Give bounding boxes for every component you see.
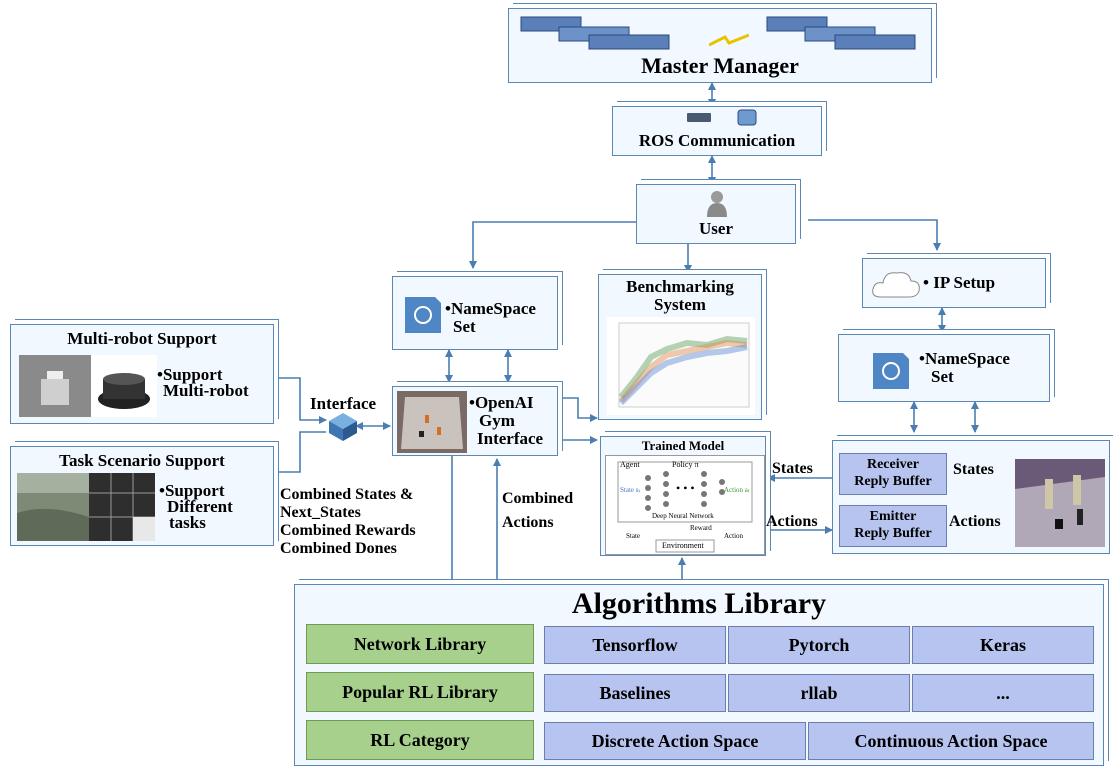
- ros-communication-label: ROS Communication: [638, 131, 796, 150]
- interface-label: Interface: [310, 394, 377, 413]
- receiver-line1: Receiver: [866, 457, 920, 472]
- scenario-outdoor-image: [17, 473, 89, 541]
- openai-line3: Interface: [477, 429, 544, 448]
- combined-states-line1: Combined States &: [280, 486, 414, 503]
- actions-left-label: Actions: [766, 513, 818, 530]
- benchmarking-box: Benchmarking System: [598, 274, 762, 420]
- action-at-label: Action aₜ: [724, 486, 750, 494]
- openai-line1: •OpenAI: [469, 393, 534, 412]
- policy-label: Policy π: [672, 460, 699, 469]
- interface-cube-icon: [328, 412, 358, 442]
- ros-communication-box: ROS Communication: [612, 106, 822, 156]
- benchmarking-line1: Benchmarking: [626, 277, 734, 296]
- ip-setup-label: • IP Setup: [923, 273, 996, 292]
- rl-category: RL Category: [306, 720, 534, 760]
- state-label: State: [626, 532, 640, 540]
- continuous-action-space-cell: Continuous Action Space: [808, 722, 1094, 760]
- router-icon: [685, 110, 715, 124]
- namespace-icon: [401, 289, 443, 335]
- switch-icon: [737, 109, 757, 127]
- user-box: User: [636, 184, 796, 244]
- svg-text:• • •: • • •: [676, 481, 695, 495]
- combined-states-line4: Combined Dones: [280, 540, 397, 557]
- network-library-category: Network Library: [306, 624, 534, 664]
- warehouse-scene-image: [1015, 459, 1105, 547]
- server-rack-icon: [519, 15, 679, 51]
- user-label: User: [699, 219, 733, 238]
- task-scenario-title: Task Scenario Support: [59, 451, 225, 470]
- emitter-line1: Emitter: [869, 509, 917, 524]
- rl-agent-diagram: • • • Agent Policy π State sₜ Action aₜ …: [605, 455, 765, 555]
- robot-render-image: [19, 355, 91, 417]
- openai-gym-box: •OpenAI Gym Interface: [392, 386, 558, 456]
- master-manager-box: Master Manager: [508, 8, 932, 83]
- keras-cell: Keras: [912, 626, 1094, 664]
- discrete-action-space-cell: Discrete Action Space: [544, 722, 806, 760]
- agent-label: Agent: [620, 460, 640, 469]
- cloud-icon: [871, 267, 921, 301]
- task-scenario-line1: •Support: [159, 481, 225, 500]
- buffer-container-box: Receiver Reply Buffer Emitter Reply Buff…: [832, 440, 1110, 554]
- namespace-right-box: •NameSpace Set: [838, 334, 1050, 402]
- states-right-label: States: [953, 461, 994, 478]
- master-manager-label: Master Manager: [641, 53, 799, 78]
- popular-rl-library-category: Popular RL Library: [306, 672, 534, 712]
- actions-right-label: Actions: [949, 513, 1001, 530]
- lightning-icon: [708, 33, 750, 49]
- multi-robot-line2: Multi-robot: [163, 381, 249, 400]
- namespace-icon: [869, 345, 911, 391]
- scenario-maze-image: [89, 473, 155, 541]
- benchmark-plot-image: [607, 317, 755, 415]
- namespace-left-line1: •NameSpace: [445, 299, 536, 318]
- ip-setup-box: • IP Setup: [862, 258, 1046, 308]
- server-rack-icon: [765, 15, 925, 51]
- task-scenario-box: Task Scenario Support •Support Different…: [10, 446, 274, 546]
- user-icon: [705, 189, 729, 217]
- namespace-left-line2: Set: [453, 317, 476, 336]
- combined-states-line3: Combined Rewards: [280, 522, 416, 539]
- gym-arena-image: [397, 391, 467, 453]
- namespace-left-box: •NameSpace Set: [392, 276, 558, 350]
- environment-label: Environment: [662, 541, 704, 550]
- algorithms-library-title: Algorithms Library: [571, 587, 827, 620]
- multi-robot-title: Multi-robot Support: [67, 329, 217, 348]
- combined-states-line2: Next_States: [280, 504, 361, 521]
- trained-model-title: Trained Model: [641, 438, 725, 453]
- task-scenario-line3: tasks: [169, 513, 206, 532]
- multi-robot-line1: •Support: [157, 365, 223, 384]
- receiver-line2: Reply Buffer: [854, 474, 932, 489]
- namespace-right-line1: •NameSpace: [919, 349, 1010, 368]
- action-label: Action: [724, 532, 744, 540]
- state-st-label: State sₜ: [620, 486, 641, 494]
- task-scenario-line2: Different: [167, 497, 233, 516]
- reward-label: Reward: [690, 524, 712, 532]
- multi-robot-box: Multi-robot Support •Support Multi-robot: [10, 324, 274, 424]
- states-left-label: States: [772, 460, 813, 477]
- namespace-right-line2: Set: [931, 367, 954, 386]
- tensorflow-cell: Tensorflow: [544, 626, 726, 664]
- baselines-cell: Baselines: [544, 674, 726, 712]
- emitter-buffer: Emitter Reply Buffer: [839, 505, 947, 547]
- combined-actions-line2: Actions: [502, 514, 554, 531]
- emitter-line2: Reply Buffer: [854, 526, 932, 541]
- benchmarking-line2: System: [654, 295, 706, 314]
- combined-actions-line1: Combined: [502, 490, 574, 507]
- dnn-label: Deep Neural Network: [652, 512, 714, 520]
- pytorch-cell: Pytorch: [728, 626, 910, 664]
- turtlebot-image: [91, 355, 157, 417]
- trained-model-box: Trained Model • • • Agent Policy π State…: [600, 436, 766, 556]
- ellipsis-cell: ...: [912, 674, 1094, 712]
- openai-line2: Gym: [479, 411, 515, 430]
- rllab-cell: rllab: [728, 674, 910, 712]
- receiver-buffer: Receiver Reply Buffer: [839, 453, 947, 495]
